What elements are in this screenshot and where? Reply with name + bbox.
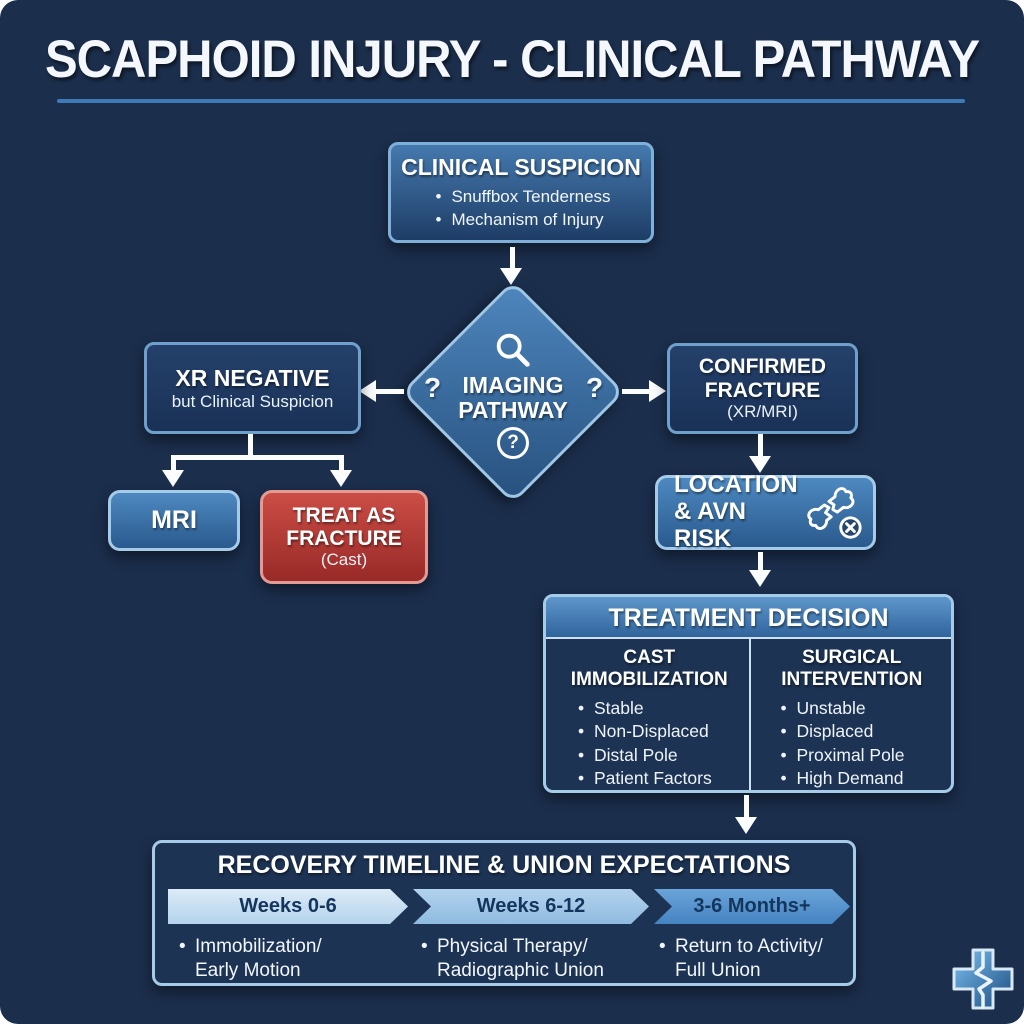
fractured-bone-icon (807, 486, 862, 539)
phase-1-bullets: Immobilization/ Early Motion (175, 935, 400, 983)
clinical-suspicion-title: CLINICAL SUSPICION (401, 154, 641, 180)
surgical-intervention-bullets: UnstableDisplacedProximal PoleHigh Deman… (777, 697, 942, 790)
bullet-item: Immobilization/ Early Motion (175, 935, 400, 983)
timeline-phase-1: Weeks 0-6 (168, 889, 408, 924)
bullet-item: Non-Displaced (574, 720, 739, 744)
connector-cs-diamond (510, 247, 515, 271)
mri-title: MRI (151, 506, 197, 534)
bullet-item: Stable (574, 697, 739, 721)
connector-branch-right (339, 458, 344, 472)
confirmed-fracture-subtitle: (XR/MRI) (727, 402, 798, 422)
bullet-item: Displaced (777, 720, 942, 744)
column-divider (749, 639, 751, 790)
connector-xr-branch-bar (171, 455, 344, 460)
arrowhead-td-recovery (735, 817, 757, 834)
treatment-decision-title: TREATMENT DECISION (546, 597, 951, 639)
bullet-item: Snuffbox Tenderness (431, 186, 610, 209)
cast-immobilization-column: CAST IMMOBILIZATION StableNon-DisplacedD… (546, 639, 749, 790)
surgical-intervention-column: SURGICAL INTERVENTION UnstableDisplacedP… (749, 639, 952, 790)
bullet-item: Patient Factors (574, 767, 739, 790)
connector-location-td (758, 552, 763, 572)
phase-3-bullets: Return to Activity/ Full Union (655, 935, 860, 983)
arrowhead-diamond-xr (359, 380, 376, 402)
phase-3-details: Return to Activity/ Full Union (655, 935, 860, 983)
imaging-pathway-content: IMAGING PATHWAY ? (413, 310, 613, 478)
mri-box: MRI (108, 490, 240, 551)
phase-1-details: Immobilization/ Early Motion (175, 935, 400, 983)
cast-immobilization-bullets: StableNon-DisplacedDistal PolePatient Fa… (574, 697, 739, 790)
confirmed-fracture-box: CONFIRMED FRACTURE (XR/MRI) (667, 343, 858, 434)
connector-branch-left (171, 458, 176, 472)
clinical-suspicion-bullets: Snuffbox TendernessMechanism of Injury (431, 186, 610, 232)
connector-diamond-cf (622, 389, 650, 394)
title-underline (57, 99, 965, 103)
recovery-timeline-title: RECOVERY TIMELINE & UNION EXPECTATIONS (217, 851, 791, 879)
clinical-suspicion-box: CLINICAL SUSPICION Snuffbox TendernessMe… (388, 142, 654, 243)
confirmed-fracture-title: CONFIRMED FRACTURE (698, 354, 827, 402)
phase-2-details: Physical Therapy/ Radiographic Union (417, 935, 652, 983)
surgical-intervention-title: SURGICAL INTERVENTION (781, 647, 923, 690)
location-avn-box: LOCATION & AVN RISK (655, 471, 876, 552)
treat-as-fracture-title: TREAT AS FRACTURE (286, 503, 402, 550)
question-circle-icon: ? (497, 427, 529, 460)
xr-negative-box: XR NEGATIVE but Clinical Suspicion (144, 342, 361, 434)
cast-immobilization-title: CAST IMMOBILIZATION (570, 647, 728, 690)
question-mark-right: ? (586, 372, 604, 403)
treatment-decision-body: CAST IMMOBILIZATION StableNon-DisplacedD… (546, 639, 952, 790)
connector-cf-location (758, 434, 763, 458)
bullet-item: Distal Pole (574, 744, 739, 768)
arrowhead-diamond-cf (649, 380, 666, 402)
bullet-item: Mechanism of Injury (431, 209, 610, 232)
arrowhead-cs-diamond (500, 268, 522, 285)
medical-cross-pulse-icon (952, 948, 1014, 1010)
imaging-pathway-title: IMAGING PATHWAY (458, 371, 568, 423)
timeline-phase-2: Weeks 6-12 (413, 889, 649, 924)
xr-negative-subtitle: but Clinical Suspicion (171, 391, 334, 411)
arrowhead-branch-mri (162, 470, 184, 487)
xr-negative-title: XR NEGATIVE (175, 364, 330, 391)
connector-td-recovery (744, 795, 749, 819)
arrowhead-location-td (749, 570, 771, 587)
treat-as-fracture-box: TREAT AS FRACTURE (Cast) (260, 490, 428, 584)
phase-2-bullets: Physical Therapy/ Radiographic Union (417, 935, 652, 983)
bullet-item: High Demand (777, 767, 942, 790)
location-avn-title: LOCATION & AVN RISK (674, 471, 798, 552)
treat-as-fracture-subtitle: (Cast) (320, 550, 368, 570)
bullet-item: Physical Therapy/ Radiographic Union (417, 935, 652, 983)
bullet-item: Unstable (777, 697, 942, 721)
arrowhead-branch-taf (330, 470, 352, 487)
bullet-item: Return to Activity/ Full Union (655, 935, 860, 983)
bullet-item: Proximal Pole (777, 744, 942, 768)
arrowhead-cf-location (749, 456, 771, 473)
recovery-timeline-box: RECOVERY TIMELINE & UNION EXPECTATIONS W… (152, 840, 856, 986)
question-mark-left: ? (424, 372, 442, 403)
timeline-phase-3: 3-6 Months+ (654, 889, 850, 924)
connector-diamond-xr (376, 389, 404, 394)
page-title: SCAPHOID INJURY - CLINICAL PATHWAY (44, 29, 980, 89)
treatment-decision-box: TREATMENT DECISION CAST IMMOBILIZATION S… (543, 594, 954, 793)
connector-xr-branch-stem (248, 434, 253, 458)
magnifier-icon (496, 333, 530, 367)
